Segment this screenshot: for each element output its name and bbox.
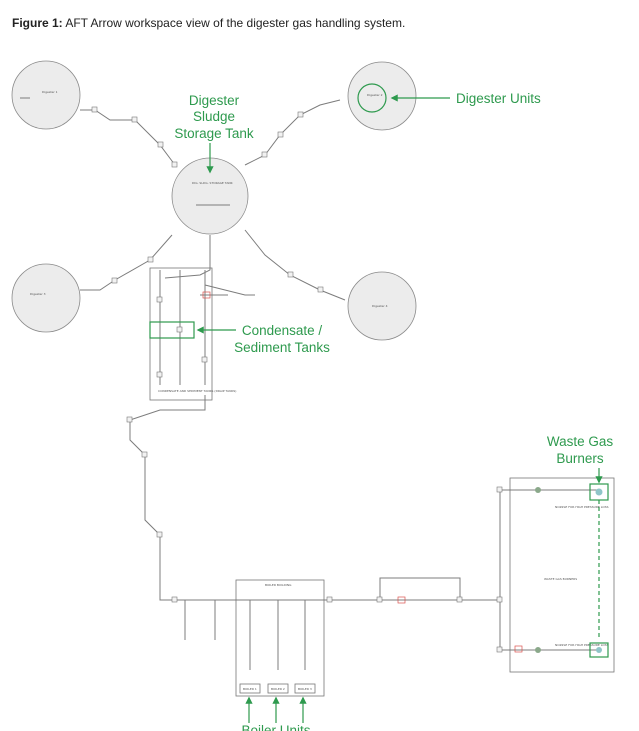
boiler-3[interactable]: BOILER 3: [294, 683, 316, 694]
annotation-waste-gas-line-2: Burners: [556, 451, 604, 466]
digester-2[interactable]: Digester 2: [347, 61, 417, 131]
digester-2-label: Digester 2: [367, 93, 383, 97]
annotation-waste-gas-line-1: Waste Gas: [547, 434, 614, 449]
waste-gas-burners-label: WASTE GAS BURNERS: [544, 577, 577, 581]
boiler-building-label: BOILER BUILDING: [265, 583, 292, 587]
boiler-1-label: BOILER 1: [243, 687, 257, 691]
caption-prefix: Figure 1:: [12, 16, 63, 30]
digester-1[interactable]: Digester 1: [11, 60, 81, 130]
condensate-tanks-box[interactable]: CONDENSATE AND SEDIMENT TANKS (DRAIP TAN…: [149, 267, 236, 401]
annotation-storage-line-3: Storage Tank: [174, 126, 254, 141]
digester-3-label: Digester 3: [30, 292, 46, 296]
digester-3[interactable]: Digester 3: [11, 263, 81, 333]
valves: [202, 291, 541, 653]
boiler-building[interactable]: BOILER BUILDING BOILER 1 BOILER 2 BOILER…: [235, 579, 325, 697]
annotation-digester-units: Digester Units: [456, 91, 541, 106]
annotation-storage-line-1: Digester: [189, 93, 240, 108]
condensate-box-label: CONDENSATE AND SEDIMENT TANKS (DRAIP TAN…: [158, 389, 236, 393]
pipe-network: [80, 99, 600, 670]
digester-1-label: Digester 1: [42, 90, 58, 94]
sludge-storage-tank[interactable]: DIG. SLDG. STORAGE TANK: [171, 157, 249, 235]
annotation-condensate-line-1: Condensate /: [242, 323, 323, 338]
annotation-storage-line-2: Sludge: [193, 109, 235, 124]
storage-tank-label: DIG. SLDG. STORAGE TANK: [192, 181, 234, 185]
boiler-1[interactable]: BOILER 1: [239, 683, 261, 694]
nozzle-upper-label: NOZZLE FOR HIGH PRESSURE LOSS: [555, 505, 609, 509]
boiler-3-label: BOILER 3: [298, 687, 312, 691]
digester-4[interactable]: Digester 4: [347, 271, 417, 341]
boiler-2-label: BOILER 2: [271, 687, 285, 691]
annotation-boiler-units: Boiler Units: [241, 723, 310, 731]
boiler-2[interactable]: BOILER 2: [267, 683, 289, 694]
digester-4-label: Digester 4: [372, 304, 388, 308]
junctions: [91, 106, 503, 653]
nozzle-lower-label: NOZZLE FOR HIGH PRESSURE LOSS: [555, 643, 609, 647]
figure-caption: Figure 1: AFT Arrow workspace view of th…: [12, 16, 405, 30]
annotation-arrows: [196, 94, 603, 723]
annotation-condensate-line-2: Sediment Tanks: [234, 340, 330, 355]
waste-gas-burners-box[interactable]: WASTE GAS BURNERS NOZZLE FOR HIGH PRESSU…: [509, 477, 615, 673]
caption-text: AFT Arrow workspace view of the digester…: [62, 16, 406, 30]
